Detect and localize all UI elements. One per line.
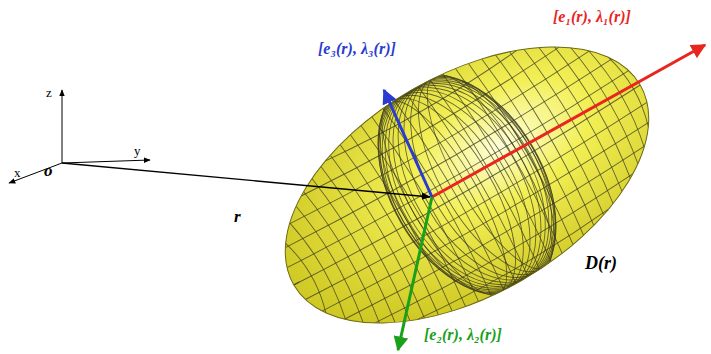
axis-label: y: [134, 144, 141, 158]
eigenvector-arrow: [384, 90, 432, 197]
tensor-label: D(r): [585, 254, 617, 274]
origin-label: o: [44, 162, 53, 181]
vector-label: r: [234, 208, 241, 227]
axis-label: x: [14, 166, 21, 180]
eigenvector-arrow: [432, 45, 705, 197]
eigen-label: [e₁(r), λ₁(r)]: [553, 8, 631, 26]
axis-label: z: [46, 86, 52, 100]
position-vector: [62, 163, 430, 197]
eigen-label: [e₂(r), λ₂(r)]: [424, 326, 502, 344]
eigen-label: [e₃(r), λ₃(r)]: [318, 40, 396, 58]
